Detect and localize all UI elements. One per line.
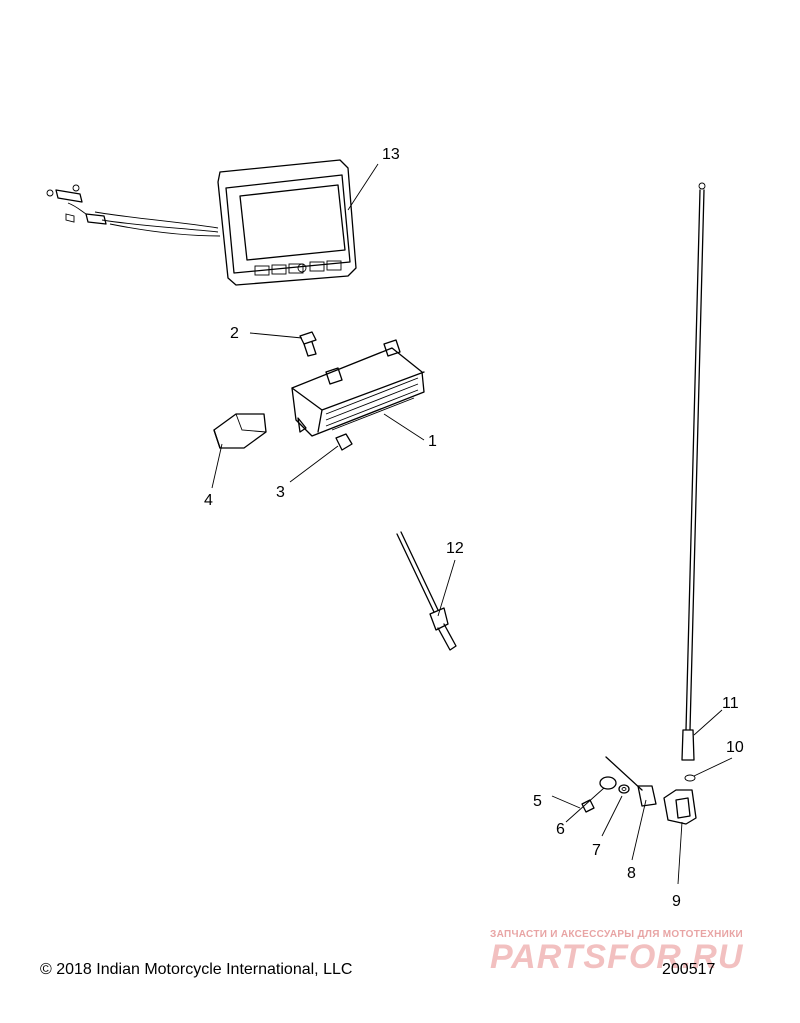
callout-4: 4 bbox=[204, 492, 213, 509]
part-9-base bbox=[663, 789, 697, 825]
part-3-nut bbox=[335, 433, 353, 451]
callout-11: 11 bbox=[722, 695, 739, 712]
copyright-text: © 2018 Indian Motorcycle International, … bbox=[40, 961, 353, 978]
leader-lines bbox=[211, 163, 733, 885]
part-4-cover bbox=[213, 413, 267, 449]
callout-3: 3 bbox=[276, 484, 285, 501]
part-1-module bbox=[291, 339, 425, 437]
callout-8: 8 bbox=[627, 865, 636, 882]
callout-10: 10 bbox=[726, 739, 744, 756]
callout-labels: 13 2 1 3 4 12 11 10 5 6 7 8 9 bbox=[204, 146, 744, 910]
part-11-antenna bbox=[681, 182, 706, 761]
callout-12: 12 bbox=[446, 540, 464, 557]
callout-9: 9 bbox=[672, 893, 681, 910]
watermark-brand: PARTSFOR.RU bbox=[490, 938, 744, 976]
part-8-stud bbox=[605, 756, 657, 807]
callout-5: 5 bbox=[533, 793, 542, 810]
watermark-tagline: ЗАПЧАСТИ И АКСЕССУАРЫ ДЛЯ МОТОТЕХНИКИ bbox=[490, 929, 743, 940]
callout-13: 13 bbox=[382, 146, 400, 163]
callout-2: 2 bbox=[230, 325, 239, 342]
callout-1: 1 bbox=[428, 433, 437, 450]
part-13-display bbox=[46, 159, 357, 286]
part-7-washer bbox=[618, 784, 630, 794]
callout-7: 7 bbox=[592, 842, 601, 859]
part-12-sensor bbox=[396, 531, 457, 651]
figure-number: 200517 bbox=[662, 961, 716, 978]
part-10-washer bbox=[684, 774, 696, 782]
callout-6: 6 bbox=[556, 821, 565, 838]
part-2-bolt bbox=[299, 331, 317, 357]
part-6-washer bbox=[599, 776, 617, 790]
part-5-nut bbox=[581, 799, 595, 813]
